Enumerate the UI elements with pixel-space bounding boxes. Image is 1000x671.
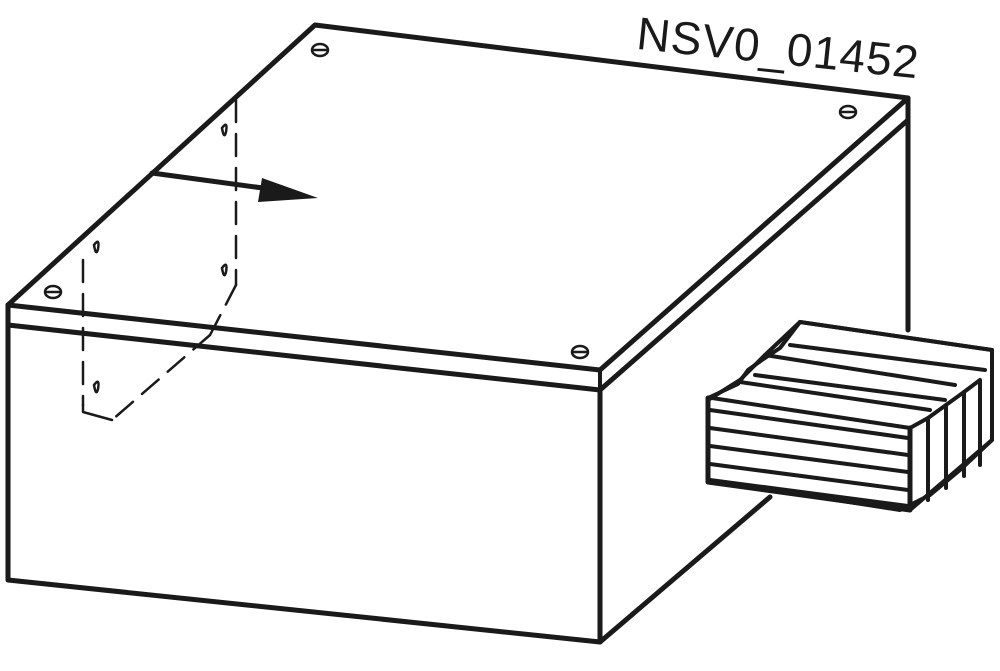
- lid-screws: [43, 42, 858, 360]
- screw-icon: [43, 284, 63, 300]
- box-lid: [5, 22, 911, 393]
- screw-icon: [310, 42, 330, 58]
- screw-icon: [838, 104, 858, 120]
- connector-block: [705, 320, 994, 513]
- slide-arrow-icon: [149, 170, 318, 202]
- hidden-cover-panel: [81, 98, 238, 422]
- screw-icon: [570, 344, 590, 360]
- box-right-face: [597, 117, 911, 645]
- box-front-face: [5, 302, 603, 645]
